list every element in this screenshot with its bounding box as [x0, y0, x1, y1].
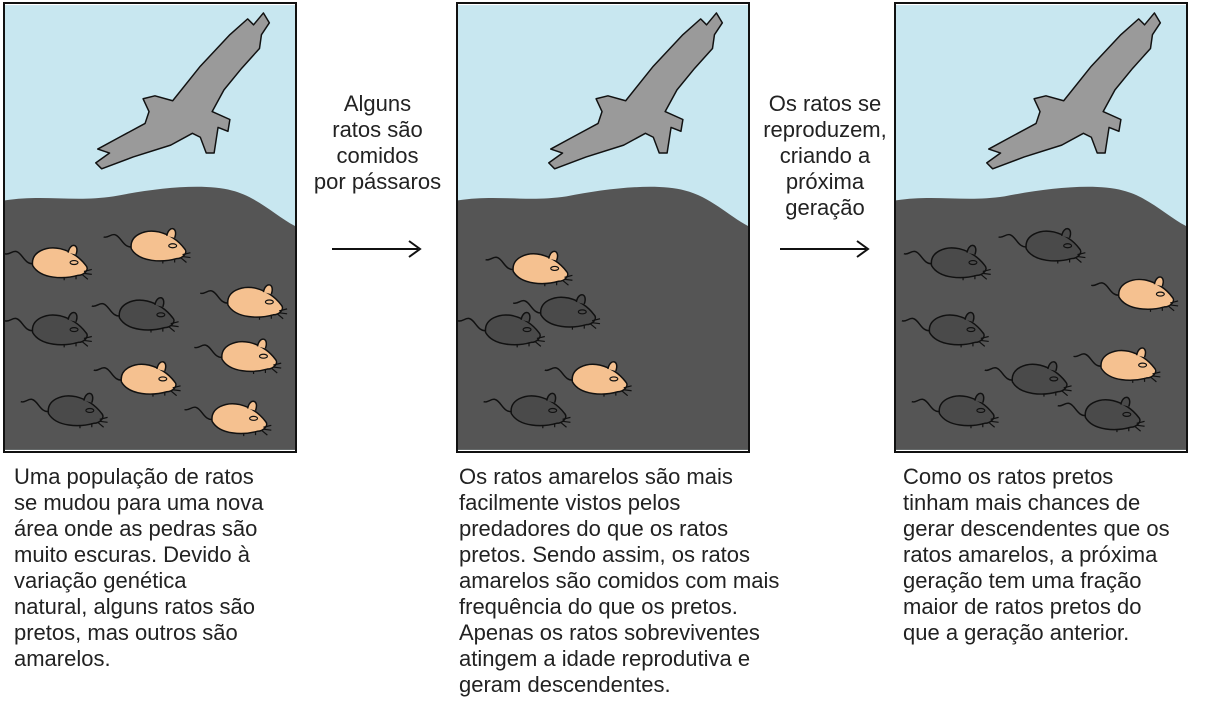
step-label-predation: Alguns ratos são comidos por pássaros [313, 91, 442, 194]
rat-group [5, 227, 288, 437]
rat [184, 400, 272, 437]
caption-next-generation: Como os ratos pretos tinham mais chances… [903, 464, 1170, 645]
panel-next-generation [894, 2, 1188, 453]
right-arrow-icon [332, 240, 422, 258]
rat [512, 294, 601, 330]
rat [5, 244, 92, 281]
hawk [548, 12, 724, 170]
rat [1090, 276, 1179, 312]
rat [911, 392, 999, 429]
dark-ground [458, 186, 748, 450]
rat [998, 227, 1086, 264]
rat [458, 311, 545, 348]
rat [194, 338, 282, 374]
step-label-reproduction: Os ratos se reproduzem, criando a próxim… [763, 91, 887, 220]
panel-after-predation [456, 2, 750, 453]
hawk [95, 12, 271, 170]
rat [1073, 347, 1161, 383]
rat [984, 361, 1072, 397]
rat [903, 244, 991, 281]
rat [1057, 396, 1145, 433]
scene-2 [458, 5, 748, 450]
rat [483, 392, 571, 429]
caption-initial-population: Uma população de ratos se mudou para uma… [14, 464, 264, 671]
scene-1 [5, 5, 295, 450]
right-arrow-icon [780, 240, 870, 258]
rat-group [458, 250, 632, 429]
rat-group [901, 227, 1179, 433]
rat [93, 361, 181, 397]
panel-initial-population [3, 2, 297, 453]
rat [91, 297, 179, 333]
rat [901, 311, 989, 348]
rat [544, 361, 632, 397]
rat [199, 284, 288, 320]
caption-after-predation: Os ratos amarelos são mais facilmente vi… [459, 464, 780, 697]
scene-3 [896, 5, 1186, 450]
rat [20, 392, 108, 429]
hawk [986, 12, 1162, 170]
rat [103, 227, 191, 264]
rat [485, 250, 573, 287]
rat [5, 311, 92, 348]
